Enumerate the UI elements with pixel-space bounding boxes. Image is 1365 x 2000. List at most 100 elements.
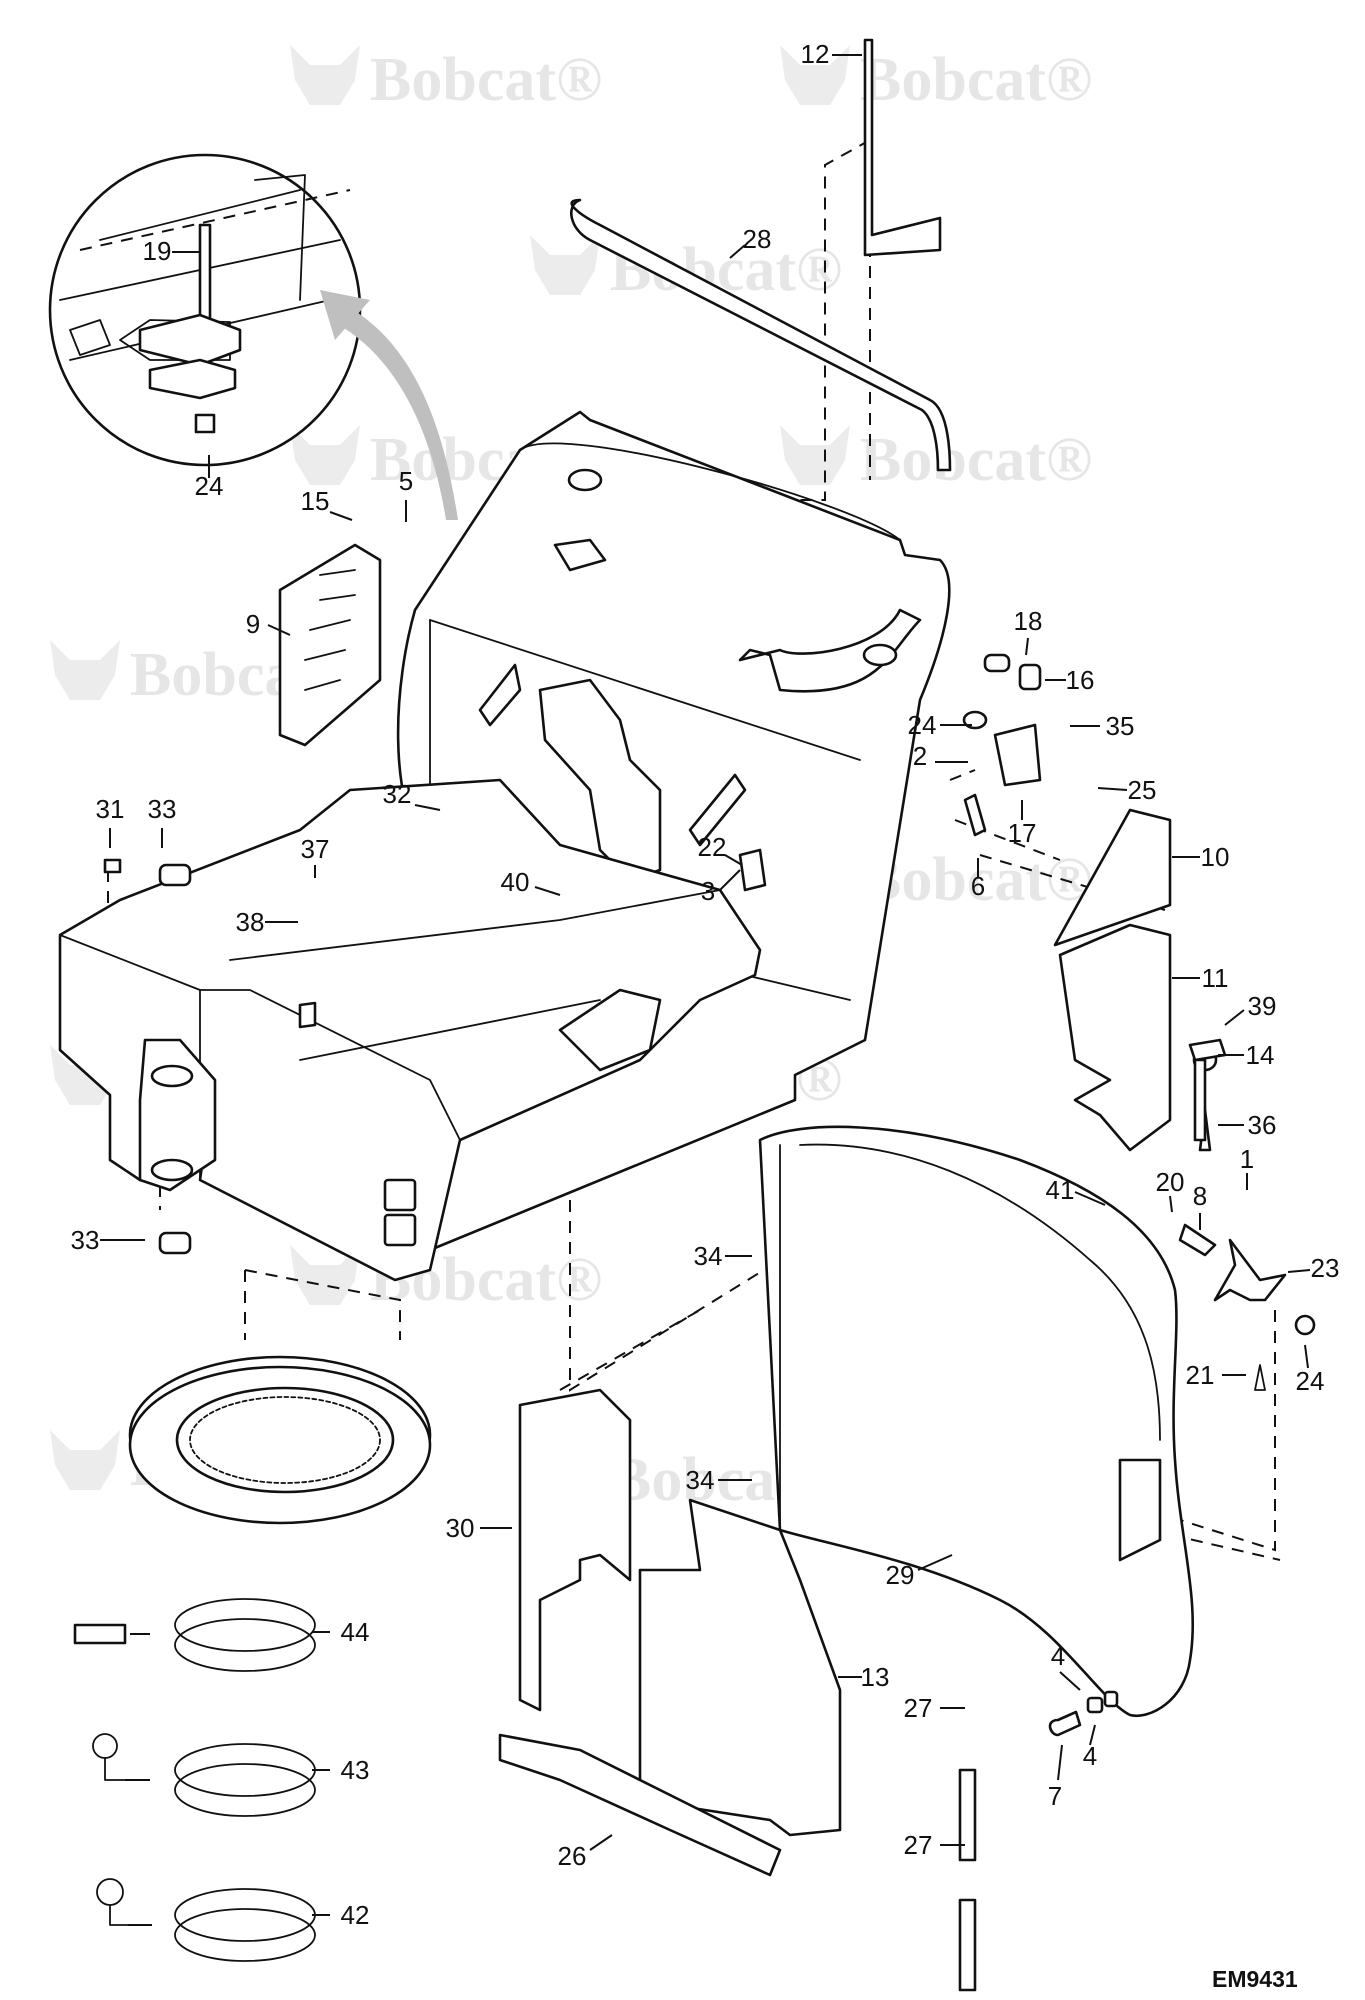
callout-8: 8 — [1193, 1181, 1207, 1211]
callout-leader — [1057, 1744, 1063, 1781]
callout-leader — [329, 511, 353, 521]
callout-17: 17 — [1008, 818, 1037, 848]
callout-number: 23 — [1311, 1253, 1340, 1283]
callout-37: 37 — [301, 834, 330, 864]
bobcat-logo-icon — [290, 45, 360, 105]
callout-number: 6 — [971, 871, 985, 901]
callout-number: 38 — [236, 907, 265, 937]
drawing-code: EM9431 — [1212, 1966, 1298, 1992]
callout-leader — [1169, 1195, 1173, 1213]
callout-number: 42 — [341, 1900, 370, 1930]
callout-leader — [724, 854, 743, 866]
callout-number: 32 — [383, 779, 412, 809]
callout-leader — [534, 886, 561, 896]
callout-33: 33 — [71, 1225, 100, 1255]
callout-number: 5 — [399, 466, 413, 496]
callout-leader — [917, 1554, 953, 1571]
callout-26: 26 — [558, 1841, 587, 1871]
callout-number: 17 — [1008, 818, 1037, 848]
callout-12: 12 — [801, 39, 830, 69]
bobcat-logo-icon — [50, 1045, 120, 1105]
callout-3: 3 — [701, 876, 715, 906]
watermark: Bobcat® — [780, 425, 1092, 494]
callout-leader — [729, 244, 746, 259]
callout-number: 19 — [143, 236, 172, 266]
callout-15: 15 — [301, 486, 330, 516]
callout-number: 12 — [801, 39, 830, 69]
callout-14: 14 — [1246, 1040, 1275, 1070]
callout-number: 27 — [904, 1830, 933, 1860]
callout-number: 44 — [341, 1617, 370, 1647]
callout-42: 42 — [341, 1900, 370, 1930]
callout-10: 10 — [1201, 842, 1230, 872]
callout-leader — [1224, 1009, 1245, 1026]
callout-19: 19 — [143, 236, 172, 266]
callout-number: 30 — [446, 1513, 475, 1543]
watermark: Bobcat® — [290, 45, 602, 114]
callout-24: 24 — [1296, 1366, 1325, 1396]
callout-7: 7 — [1048, 1781, 1062, 1811]
callout-number: 7 — [1048, 1781, 1062, 1811]
callout-5: 5 — [399, 466, 413, 496]
callout-34: 34 — [686, 1465, 715, 1495]
callout-number: 10 — [1201, 842, 1230, 872]
bobcat-logo-icon — [530, 235, 600, 295]
callout-number: 8 — [1193, 1181, 1207, 1211]
watermark-text: Bobcat® — [860, 46, 1092, 114]
callout-25: 25 — [1128, 775, 1157, 805]
callout-41: 41 — [1046, 1175, 1075, 1205]
callout-number: 20 — [1156, 1167, 1185, 1197]
bobcat-logo-icon — [780, 425, 850, 485]
watermark-text: Bobcat® — [860, 426, 1092, 494]
callout-number: 31 — [96, 794, 125, 824]
callout-32: 32 — [383, 779, 412, 809]
callout-number: 28 — [743, 224, 772, 254]
callout-number: 4 — [1051, 1641, 1065, 1671]
callout-20: 20 — [1156, 1167, 1185, 1197]
callout-leader — [1059, 1671, 1081, 1691]
callout-leader — [1074, 1191, 1106, 1206]
callout-34: 34 — [694, 1241, 723, 1271]
callout-number: 43 — [341, 1755, 370, 1785]
callout-13: 13 — [861, 1662, 890, 1692]
callout-leader — [267, 624, 291, 636]
callout-number: 39 — [1248, 991, 1277, 1021]
callout-23: 23 — [1311, 1253, 1340, 1283]
callout-21: 21 — [1186, 1360, 1215, 1390]
callout-30: 30 — [446, 1513, 475, 1543]
callout-number: 13 — [861, 1662, 890, 1692]
callout-leader — [1025, 637, 1029, 656]
callout-leader — [719, 869, 741, 891]
callout-number: 40 — [501, 867, 530, 897]
callout-number: 18 — [1014, 606, 1043, 636]
callout-4: 4 — [1083, 1741, 1097, 1771]
callout-2: 2 — [913, 741, 927, 771]
callout-31: 31 — [96, 794, 125, 824]
callout-number: 27 — [904, 1693, 933, 1723]
watermark: Bobcat® — [780, 45, 1092, 114]
callout-leader — [414, 804, 441, 811]
callout-28: 28 — [743, 224, 772, 254]
callout-1: 1 — [1240, 1144, 1254, 1174]
callout-number: 36 — [1248, 1110, 1277, 1140]
callout-number: 34 — [686, 1465, 715, 1495]
bobcat-logo-icon — [780, 45, 850, 105]
callout-leader — [589, 1834, 613, 1851]
bobcat-logo-icon — [50, 640, 120, 700]
callout-29: 29 — [886, 1560, 915, 1590]
callout-22: 22 — [698, 832, 727, 862]
detail-arrow-head — [320, 290, 370, 340]
callout-9: 9 — [246, 609, 260, 639]
callout-number: 9 — [246, 609, 260, 639]
callout-layer: 1234456789101112131415161718192021222324… — [71, 39, 1340, 1930]
callout-number: 11 — [1202, 963, 1229, 993]
callout-number: 34 — [694, 1241, 723, 1271]
callout-4: 4 — [1051, 1641, 1065, 1671]
callout-16: 16 — [1066, 665, 1095, 695]
callout-number: 26 — [558, 1841, 587, 1871]
callout-24: 24 — [908, 710, 937, 740]
callout-36: 36 — [1248, 1110, 1277, 1140]
rails — [570, 38, 952, 472]
